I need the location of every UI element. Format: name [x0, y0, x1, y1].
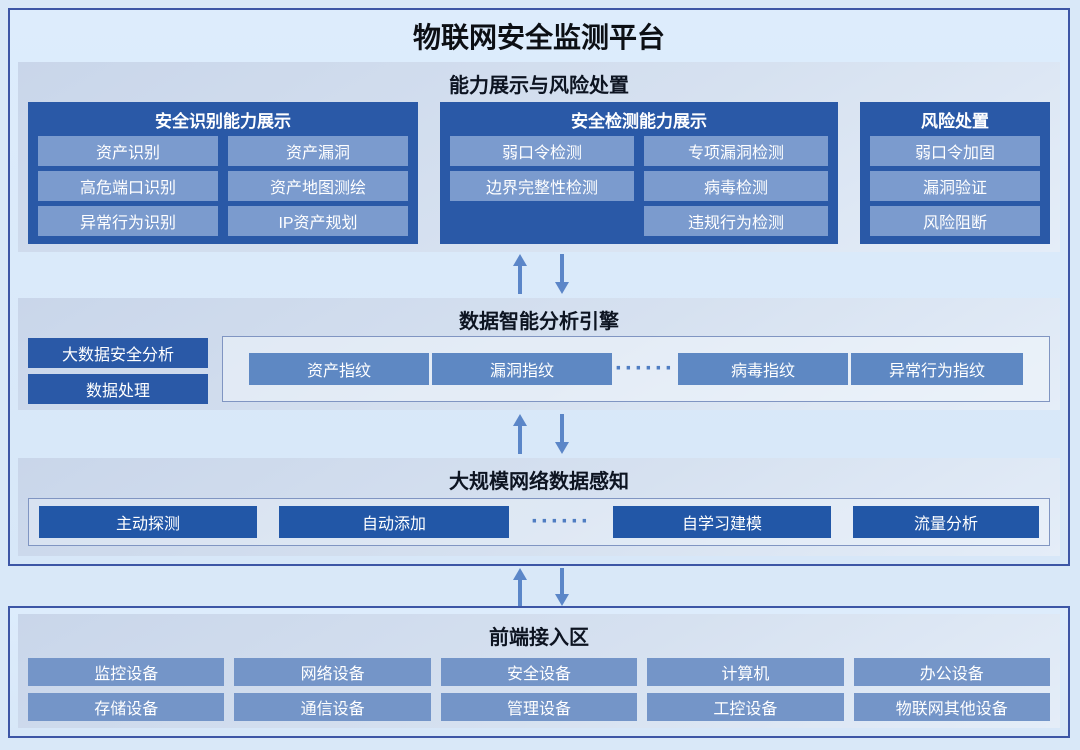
page-title: 物联网安全监测平台	[412, 22, 665, 53]
capability-item: 弱口令检测	[450, 136, 634, 166]
analysis-header: 数据智能分析引擎	[459, 311, 619, 333]
device-item: 通信设备	[234, 693, 431, 721]
perception-item: 自学习建模	[612, 506, 831, 538]
capability-item: 违规行为检测	[644, 206, 828, 236]
down-arrow	[555, 568, 569, 606]
down-arrow	[555, 414, 569, 454]
fingerprint-box: 资产指纹 漏洞指纹 ······ 病毒指纹 异常行为指纹	[222, 336, 1050, 402]
ellipsis-dots: ······	[615, 355, 675, 382]
analysis-side-item: 数据处理	[28, 374, 208, 404]
device-item: 监控设备	[28, 658, 225, 686]
empty-cell	[450, 206, 634, 236]
perception-box: 主动探测 自动添加 ······ 自学习建模 流量分析	[28, 498, 1050, 546]
ellipsis-dots: ······	[531, 508, 591, 535]
fingerprint-item: 异常行为指纹	[850, 353, 1023, 385]
fingerprint-item: 资产指纹	[249, 353, 429, 385]
capability-item: 高危端口识别	[38, 171, 218, 201]
capability-item: 病毒检测	[644, 171, 828, 201]
perception-item: 主动探测	[39, 506, 257, 538]
device-item: 管理设备	[440, 693, 638, 721]
capability-item: 风险阻断	[870, 206, 1040, 236]
capability-item: 漏洞验证	[870, 171, 1040, 201]
capability-item: 边界完整性检测	[450, 171, 634, 201]
device-item: 计算机	[647, 658, 844, 686]
frontend-panel: 前端接入区 监控设备 网络设备 安全设备 计算机 办公设备 存储设备 通信设备 …	[18, 614, 1060, 728]
device-item: 工控设备	[647, 693, 844, 721]
capability-item: 异常行为识别	[38, 206, 218, 236]
capability-item: 专项漏洞检测	[644, 136, 828, 166]
frontend-device-grid: 监控设备 网络设备 安全设备 计算机 办公设备 存储设备 通信设备 管理设备 工…	[28, 658, 1050, 721]
analysis-panel: 数据智能分析引擎 大数据安全分析 数据处理 资产指纹 漏洞指纹 ······ 病…	[18, 298, 1060, 410]
group-grid: 资产识别 资产漏洞 高危端口识别 资产地图测绘 异常行为识别 IP资产规划	[38, 136, 408, 236]
down-arrow	[555, 254, 569, 294]
device-item: 网络设备	[234, 658, 431, 686]
perception-header: 大规模网络数据感知	[449, 471, 629, 493]
capability-groups-row: 安全识别能力展示 资产识别 资产漏洞 高危端口识别 资产地图测绘 异常行为识别 …	[28, 102, 1050, 244]
capability-item: 资产漏洞	[228, 136, 408, 166]
capability-item: 资产识别	[38, 136, 218, 166]
perception-panel: 大规模网络数据感知 主动探测 自动添加 ······ 自学习建模 流量分析	[18, 458, 1060, 556]
capability-item: IP资产规划	[228, 206, 408, 236]
group-risk-disposal: 风险处置 弱口令加固 漏洞验证 风险阻断	[860, 102, 1050, 244]
up-arrow	[513, 568, 527, 606]
up-arrow	[513, 254, 527, 294]
device-item: 物联网其他设备	[853, 693, 1050, 721]
group-title: 风险处置	[921, 112, 989, 131]
up-arrow	[513, 414, 527, 454]
perception-item: 流量分析	[852, 506, 1039, 538]
capability-item: 资产地图测绘	[228, 171, 408, 201]
group-title: 安全识别能力展示	[155, 112, 291, 131]
group-grid: 弱口令加固 漏洞验证 风险阻断	[870, 136, 1040, 236]
fingerprint-item: 漏洞指纹	[432, 353, 612, 385]
capability-item: 弱口令加固	[870, 136, 1040, 166]
group-security-identification: 安全识别能力展示 资产识别 资产漏洞 高危端口识别 资产地图测绘 异常行为识别 …	[28, 102, 418, 244]
analysis-side-item: 大数据安全分析	[28, 338, 208, 368]
fingerprint-item: 病毒指纹	[677, 353, 848, 385]
device-item: 存储设备	[28, 693, 225, 721]
frontend-header: 前端接入区	[489, 627, 589, 649]
group-grid: 弱口令检测 专项漏洞检测 边界完整性检测 病毒检测 违规行为检测	[450, 136, 828, 236]
device-item: 办公设备	[853, 658, 1050, 686]
capability-header: 能力展示与风险处置	[449, 75, 629, 97]
device-item: 安全设备	[440, 658, 638, 686]
group-security-detection: 安全检测能力展示 弱口令检测 专项漏洞检测 边界完整性检测 病毒检测 违规行为检…	[440, 102, 838, 244]
perception-item: 自动添加	[279, 506, 509, 538]
group-title: 安全检测能力展示	[571, 112, 707, 131]
capability-panel: 能力展示与风险处置 安全识别能力展示 资产识别 资产漏洞 高危端口识别 资产地图…	[18, 62, 1060, 252]
